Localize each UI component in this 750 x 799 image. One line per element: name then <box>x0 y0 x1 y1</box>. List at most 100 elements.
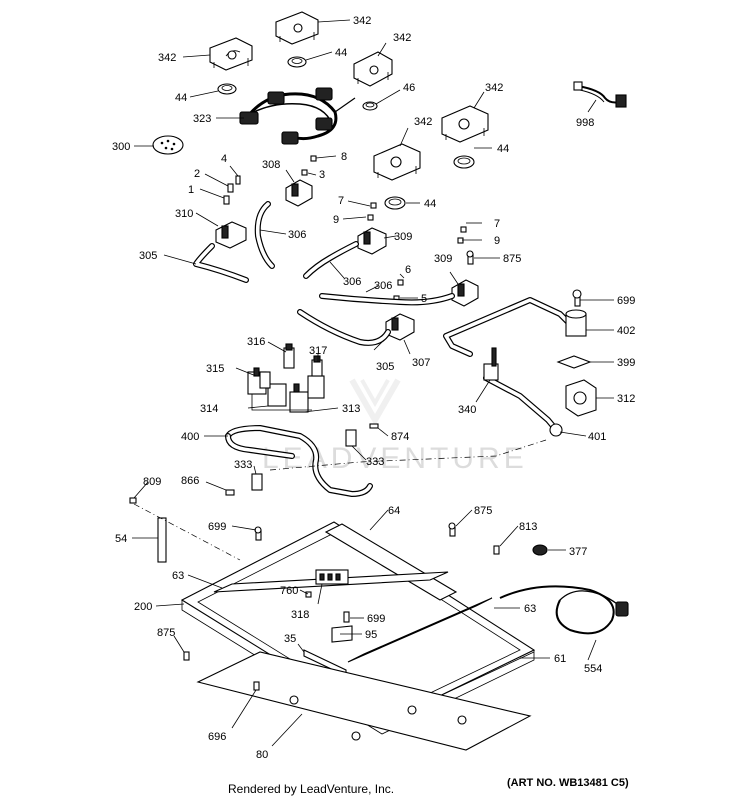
callout-340: 340 <box>458 404 476 416</box>
callout-63: 63 <box>172 570 184 582</box>
burner-ring-46[interactable] <box>362 101 378 111</box>
callout-875: 875 <box>503 253 521 265</box>
screw-699[interactable] <box>343 611 350 623</box>
burner-cap-342[interactable] <box>275 11 319 45</box>
burner-ring-44[interactable] <box>453 155 475 169</box>
connector-377[interactable] <box>532 544 548 556</box>
callout-306: 306 <box>343 276 361 288</box>
callout-309: 309 <box>434 253 452 265</box>
screw-8[interactable] <box>310 155 317 162</box>
burner-ring-44[interactable] <box>384 196 406 210</box>
burner-cap-342[interactable] <box>209 37 253 71</box>
callout-333: 333 <box>366 456 384 468</box>
support-rail-63[interactable] <box>347 597 493 663</box>
callout-760: 760 <box>280 585 298 597</box>
burner-tube-306[interactable] <box>303 241 359 279</box>
regulator-402[interactable] <box>565 309 587 337</box>
callout-342: 342 <box>485 82 503 94</box>
regulator-body-312[interactable] <box>565 379 597 417</box>
screw-4[interactable] <box>235 175 241 185</box>
callout-61: 61 <box>554 653 566 665</box>
valve-317[interactable] <box>311 355 323 377</box>
callout-300: 300 <box>112 141 130 153</box>
callout-63: 63 <box>524 603 536 615</box>
callout-342: 342 <box>158 52 176 64</box>
screw-866[interactable] <box>225 489 235 496</box>
callout-308: 308 <box>262 159 280 171</box>
screw-3[interactable] <box>301 169 308 176</box>
burner-ring-44[interactable] <box>217 83 237 95</box>
burner-cap-300[interactable] <box>152 135 184 155</box>
callout-2: 2 <box>194 168 200 180</box>
burner-base-307[interactable] <box>385 313 415 341</box>
burner-ring-44[interactable] <box>287 56 307 68</box>
burner-tube-306[interactable] <box>254 201 275 269</box>
callout-401: 401 <box>588 431 606 443</box>
screw-875[interactable] <box>183 651 190 661</box>
burner-base-310[interactable] <box>215 221 247 249</box>
screw-699[interactable] <box>572 289 582 307</box>
valve-316[interactable] <box>283 343 295 369</box>
screw-2[interactable] <box>227 183 234 193</box>
valve-315[interactable] <box>259 371 271 389</box>
leader-lines <box>132 19 614 747</box>
callout-875: 875 <box>474 505 492 517</box>
callout-866: 866 <box>181 475 199 487</box>
wire-jumper-998[interactable] <box>573 81 627 108</box>
terminal-block-318[interactable] <box>315 569 349 585</box>
burner-tube-305[interactable] <box>297 309 391 346</box>
screw-9[interactable] <box>457 237 464 244</box>
burner-base-308[interactable] <box>285 179 313 207</box>
burner-base-309[interactable] <box>451 279 479 307</box>
bracket-333[interactable] <box>345 429 357 447</box>
burner-tube-305[interactable] <box>193 243 249 283</box>
screw-809[interactable] <box>129 497 137 504</box>
screw-875[interactable] <box>448 522 456 537</box>
burner-cap-342[interactable] <box>373 143 421 181</box>
screw-696[interactable] <box>253 681 260 691</box>
callout-342: 342 <box>393 32 411 44</box>
bracket-54[interactable] <box>157 517 167 563</box>
callout-44: 44 <box>175 92 187 104</box>
screw-7[interactable] <box>460 226 467 233</box>
bottom-cover-80[interactable] <box>196 651 532 751</box>
callout-696: 696 <box>208 731 226 743</box>
gasket-399[interactable] <box>556 355 592 369</box>
screw-1[interactable] <box>223 195 230 205</box>
callout-305: 305 <box>376 361 394 373</box>
burner-cap-342[interactable] <box>441 105 489 143</box>
callout-377: 377 <box>569 546 587 558</box>
screw-699[interactable] <box>254 526 262 541</box>
callout-306: 306 <box>288 229 306 241</box>
ignitor-harness-323[interactable] <box>239 87 356 145</box>
burner-tube-400[interactable] <box>225 425 373 497</box>
burner-base-309[interactable] <box>357 227 387 255</box>
screw-874[interactable] <box>369 423 379 429</box>
burner-cap-342[interactable] <box>353 51 393 87</box>
callout-8: 8 <box>341 151 347 163</box>
screw-6[interactable] <box>397 279 404 286</box>
callout-44: 44 <box>335 47 347 59</box>
watermark-text: LEADVENTURE <box>262 442 528 475</box>
screw-813[interactable] <box>493 545 500 555</box>
screw-875[interactable] <box>466 250 474 265</box>
screw-760[interactable] <box>305 591 312 598</box>
callout-306: 306 <box>374 280 392 292</box>
screw-7[interactable] <box>370 202 377 209</box>
callout-809: 809 <box>143 476 161 488</box>
callout-64: 64 <box>388 505 400 517</box>
bracket-333[interactable] <box>251 473 263 491</box>
art-number: (ART NO. WB13481 C5) <box>507 777 629 789</box>
callout-313: 313 <box>342 403 360 415</box>
callout-9: 9 <box>333 214 339 226</box>
callout-54: 54 <box>115 533 127 545</box>
callout-7: 7 <box>338 195 344 207</box>
burner-tube-306[interactable] <box>319 293 455 306</box>
callout-315: 315 <box>206 363 224 375</box>
screw-9[interactable] <box>367 214 374 221</box>
callout-875: 875 <box>157 627 175 639</box>
fitting-401[interactable] <box>549 423 563 437</box>
rendered-by-text: Rendered by LeadVenture, Inc. <box>228 782 394 796</box>
power-cord-554[interactable] <box>499 585 629 635</box>
callout-998: 998 <box>576 117 594 129</box>
